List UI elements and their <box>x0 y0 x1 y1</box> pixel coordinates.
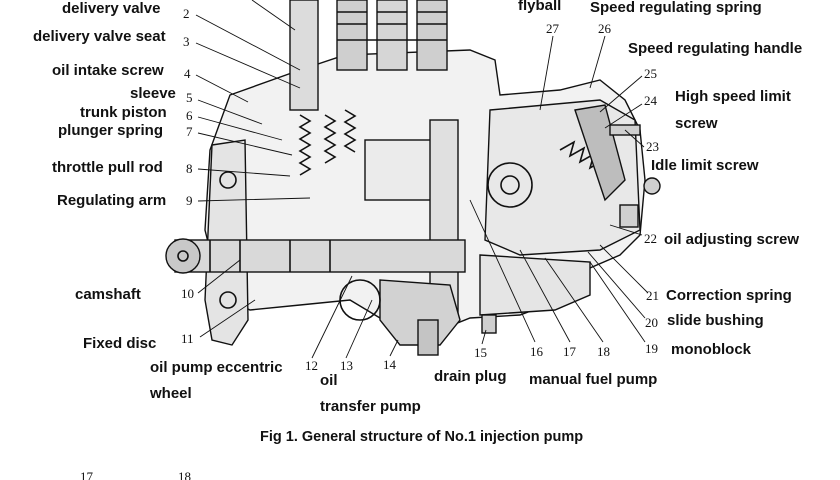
label-plunger-spring: plunger spring <box>58 122 163 139</box>
callout-number: 11 <box>181 331 194 346</box>
callout-number: 12 <box>305 358 318 373</box>
callout-number: 8 <box>186 161 193 176</box>
callout-number: 10 <box>181 286 194 301</box>
callout-number: 4 <box>184 66 191 81</box>
callout-number: 25 <box>644 66 657 81</box>
callout-number: 27 <box>546 21 560 36</box>
callout-number: 22 <box>644 231 657 246</box>
label-fixed-disc: Fixed disc <box>83 335 156 352</box>
callout-number: 14 <box>383 357 397 372</box>
label-slide-bushing: slide bushing <box>667 312 764 329</box>
label-flyball: flyball <box>518 0 561 14</box>
label-camshaft: camshaft <box>75 286 141 303</box>
label-manual-fuel-pump: manual fuel pump <box>529 371 657 388</box>
callout-number: 3 <box>183 34 190 49</box>
stray-number: 17 <box>80 469 94 480</box>
label-idle-limit-screw: Idle limit screw <box>651 157 759 174</box>
label-delivery-valve: delivery valve <box>62 0 160 17</box>
label-drain-plug: drain plug <box>434 368 507 385</box>
callout-number: 7 <box>186 124 193 139</box>
callout-labels: delivery valve delivery valve seat oil i… <box>33 0 802 415</box>
leader-lines <box>195 0 649 359</box>
label-speed-regulating-handle: Speed regulating handle <box>628 40 802 57</box>
callout-number: 20 <box>645 315 658 330</box>
callout-number: 16 <box>530 344 544 359</box>
callout-number: 6 <box>186 108 193 123</box>
label-throttle-pull-rod: throttle pull rod <box>52 159 163 176</box>
label-regulating-arm: Regulating arm <box>57 192 166 209</box>
callout-number: 23 <box>646 139 659 154</box>
callout-number: 24 <box>644 93 658 108</box>
callout-numbers: 2 3 4 5 6 7 8 9 10 11 12 13 14 15 16 17 … <box>181 6 659 373</box>
label-oil-pump-eccentric-line1: oil pump eccentric <box>150 359 283 376</box>
label-oil-transfer-pump-line1: oil <box>320 372 338 389</box>
label-correction-spring: Correction spring <box>666 287 792 304</box>
callout-number: 2 <box>183 6 190 21</box>
label-trunk-piston: trunk piston <box>80 104 167 121</box>
callout-number: 26 <box>598 21 612 36</box>
callout-number: 17 <box>563 344 577 359</box>
callout-number: 15 <box>474 345 487 360</box>
label-high-speed-limit-line1: High speed limit <box>675 88 791 105</box>
figure-caption: Fig 1. General structure of No.1 injecti… <box>260 429 583 445</box>
callout-number: 19 <box>645 341 658 356</box>
callout-number: 21 <box>646 288 659 303</box>
label-oil-transfer-pump-line2: transfer pump <box>320 398 421 415</box>
label-speed-regulating-spring: Speed regulating spring <box>590 0 762 16</box>
stray-number: 18 <box>178 469 191 480</box>
label-oil-pump-eccentric-line2: wheel <box>149 385 192 402</box>
label-delivery-valve-seat: delivery valve seat <box>33 28 166 45</box>
label-oil-intake-screw: oil intake screw <box>52 62 164 79</box>
label-high-speed-limit-line2: screw <box>675 115 718 132</box>
callout-number: 5 <box>186 90 193 105</box>
label-monoblock: monoblock <box>671 341 752 358</box>
injection-pump-illustration <box>165 0 661 356</box>
label-sleeve: sleeve <box>130 85 176 102</box>
label-oil-adjusting-screw: oil adjusting screw <box>664 231 799 248</box>
callout-number: 18 <box>597 344 610 359</box>
callout-number: 9 <box>186 193 193 208</box>
callout-number: 13 <box>340 358 353 373</box>
